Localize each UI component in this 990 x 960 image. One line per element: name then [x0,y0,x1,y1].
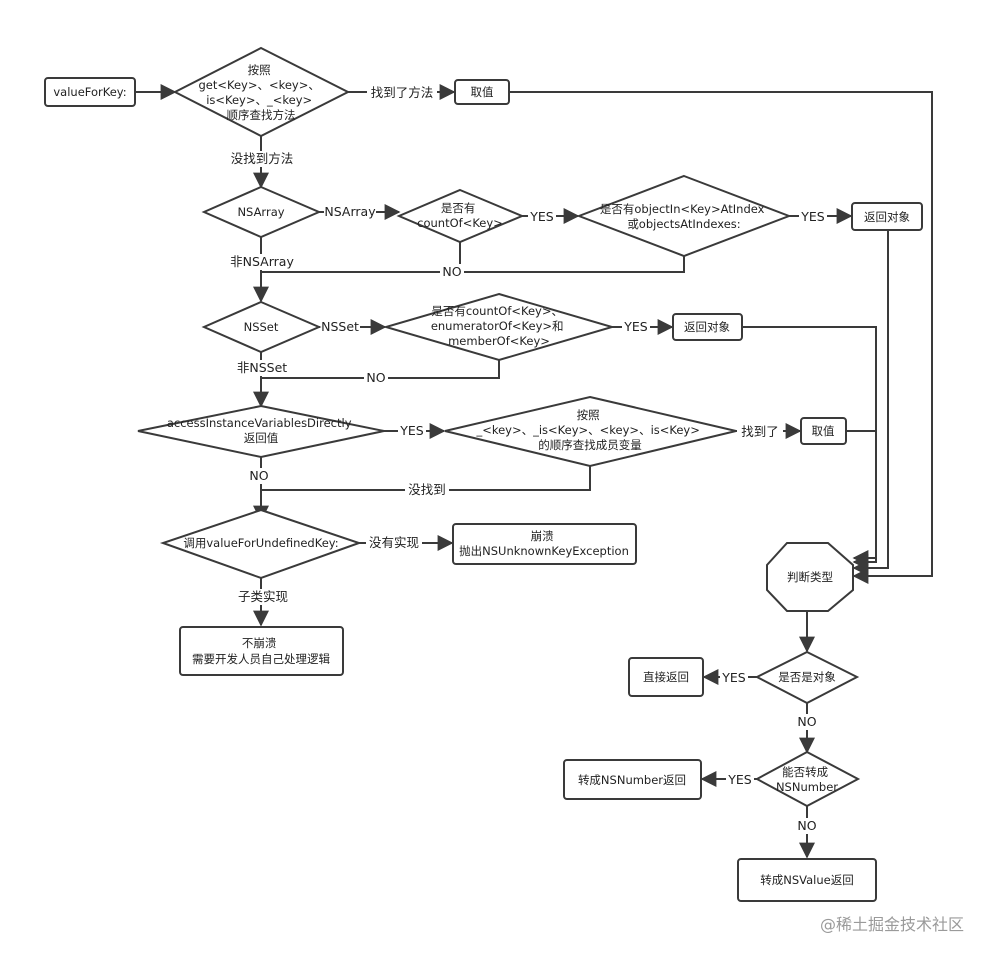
edge-take2-to-judge [846,430,877,570]
take-value-box-1 [454,79,510,105]
take-value-text-2: 取值 [812,424,835,438]
crash-box [452,523,637,565]
label-nsset-yes: NSSet [321,319,359,334]
search-methods-diamond [172,46,351,138]
judge-type-octagon [766,542,854,612]
access-ivars-text: accessInstanceVariablesDirectly 返回值 [167,416,355,445]
search-methods-text: 按照 get<Key>、<key>、 is<Key>、_<key> 顺序查找方法 [198,63,323,122]
can-nsnumber-diamond [754,750,861,808]
return-object-text-2: 返回对象 [684,320,730,334]
start-box [44,77,136,107]
nsset-text: NSSet [244,320,279,334]
to-nsnumber-text: 转成NSNumber返回 [578,773,686,787]
return-object-box-2 [672,313,743,341]
label-not-implemented: 没有实现 [369,535,419,550]
take-value-box-2 [800,417,847,445]
label-no-1: NO [442,264,461,279]
crash-text: 崩溃 抛出NSUnknownKeyException [459,529,629,558]
edge-objectin-no [460,256,685,273]
take-value-text-1: 取值 [471,85,494,99]
set-methods-text: 是否有countOf<Key>、 enumeratorOf<Key>和 memb… [431,304,567,348]
label-not-nsset: 非NSSet [237,360,287,375]
nsarray-text: NSArray [237,205,284,219]
label-no-2: NO [366,370,385,385]
label-yes-5: YES [721,670,746,685]
search-ivars-text: 按照 _<key>、_is<Key>、<key>、is<Key> 的顺序查找成员… [475,408,703,452]
to-nsnumber-box [563,759,702,800]
set-methods-diamond [382,292,616,362]
label-yes-4: YES [399,423,424,438]
start-text: valueForKey: [53,85,126,99]
is-object-diamond [754,650,860,705]
object-in-diamond [576,174,792,258]
nodes: valueForKey: 按照 get<Key>、<key>、 is<Key>、… [44,46,923,902]
label-yes-2: YES [800,209,825,224]
label-yes-6: YES [727,772,752,787]
no-crash-text: 不崩溃 需要开发人员自己处理逻辑 [192,636,330,666]
label-no-3: NO [249,468,268,483]
nsarray-diamond [201,185,322,239]
return-object-text-1: 返回对象 [864,210,910,224]
direct-return-text: 直接返回 [643,670,689,684]
judge-type-text: 判断类型 [787,570,833,584]
label-nsarray-yes: NSArray [324,204,376,219]
no-crash-box [179,626,344,676]
object-in-text: 是否有objectIn<Key>AtIndex 或objectsAtIndexe… [600,202,768,231]
watermark-text: @稀土掘金技术社区 [820,915,964,934]
edge-search-ivars-no [261,466,591,491]
count-of-text: 是否有 countOf<Key> [417,201,503,230]
label-no-5: NO [797,818,816,833]
search-ivars-diamond [444,395,737,468]
label-yes-3: YES [623,319,648,334]
edge-setmethods-no [261,360,500,379]
return-object-box-1 [851,202,923,231]
direct-return-box [628,657,704,697]
label-subclass-implemented: 子类实现 [238,589,288,604]
to-nsvalue-box [737,858,877,902]
label-not-nsarray: 非NSArray [230,254,294,269]
access-ivars-diamond [137,404,385,459]
label-no-4: NO [797,714,816,729]
is-object-text: 是否是对象 [778,670,836,684]
can-nsnumber-text: 能否转成 NSNumber [776,765,838,794]
label-found: 找到了 [741,424,779,439]
to-nsvalue-text: 转成NSValue返回 [760,873,853,887]
edge-take-value-to-judge [509,91,933,584]
undefined-key-text: 调用valueForUndefinedKey: [183,536,338,550]
edge-return1-to-judge [852,230,889,576]
undefined-key-diamond [159,508,363,580]
edge-labels: 找到了方法 没找到方法 NSArray YES YES 非NSArray NO … [226,85,827,834]
label-method-not-found: 没找到方法 [231,151,294,166]
label-yes-1: YES [529,209,554,224]
label-found-method: 找到了方法 [371,85,434,100]
count-of-diamond [396,188,525,244]
nsset-diamond [201,300,322,354]
label-not-found: 没找到 [408,482,446,497]
